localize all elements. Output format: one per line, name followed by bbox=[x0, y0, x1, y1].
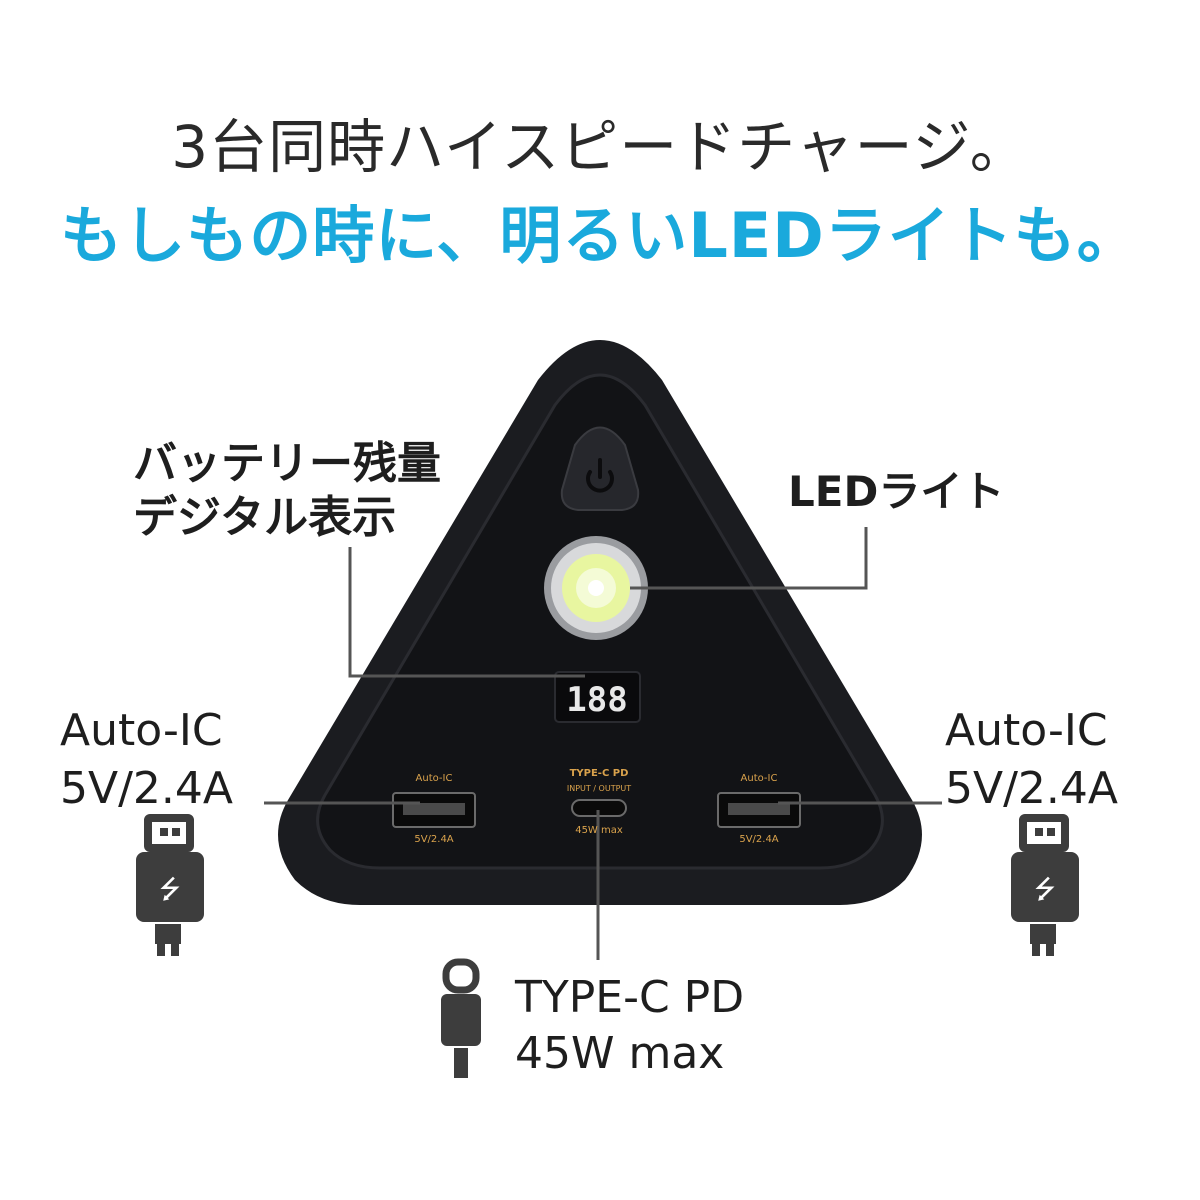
power-icon bbox=[586, 458, 614, 493]
usb-c-cable-icon bbox=[441, 958, 481, 1078]
callout-usb-left-line2: 5V/2.4A bbox=[60, 763, 233, 814]
port-right-label-top: Auto-IC bbox=[740, 773, 778, 784]
battery-digital-display bbox=[554, 671, 641, 723]
svg-text:⭍: ⭍ bbox=[1034, 875, 1056, 905]
port-center-label-bottom: 45W max bbox=[575, 825, 623, 836]
headline-secondary: もしもの時に、明るいLEDライトも。 bbox=[60, 199, 1140, 272]
led-lamp-icon bbox=[544, 536, 648, 640]
callout-usb-left-line1: Auto-IC bbox=[60, 705, 223, 756]
usb-a-cable-icon-right: ⭍ bbox=[1011, 814, 1079, 956]
port-left-label-bottom: 5V/2.4A bbox=[414, 834, 454, 845]
callout-battery-display: バッテリー残量 デジタル表示 bbox=[133, 437, 441, 545]
headline-primary: 3台同時ハイスピードチャージ。 bbox=[171, 113, 1029, 181]
callout-led-light: LEDライト bbox=[788, 467, 1005, 516]
callout-typec-line1: TYPE-C PD bbox=[515, 972, 745, 1023]
callout-typec: TYPE-C PD 45W max bbox=[515, 970, 744, 1082]
callout-typec-line2: 45W max bbox=[515, 1028, 725, 1079]
callout-usb-right-line2: 5V/2.4A bbox=[945, 763, 1118, 814]
port-center-label-top: TYPE-C PD bbox=[569, 768, 629, 779]
port-left-label-top: Auto-IC bbox=[415, 773, 453, 784]
callout-usb-right: Auto-IC 5V/2.4A bbox=[945, 702, 1118, 818]
usb-a-cable-icon-left: ⭍ bbox=[136, 814, 204, 956]
port-right-label-bottom: 5V/2.4A bbox=[739, 834, 779, 845]
display-digits: 188 bbox=[566, 680, 627, 720]
callout-usb-left: Auto-IC 5V/2.4A bbox=[60, 702, 233, 818]
leader-lines bbox=[264, 527, 942, 960]
callout-battery-line1: バッテリー残量 bbox=[133, 438, 441, 489]
callout-battery-line2: デジタル表示 bbox=[133, 492, 397, 543]
callout-usb-right-line1: Auto-IC bbox=[945, 705, 1108, 756]
port-center-label-middle: INPUT / OUTPUT bbox=[566, 784, 632, 793]
svg-text:⭍: ⭍ bbox=[159, 875, 181, 905]
